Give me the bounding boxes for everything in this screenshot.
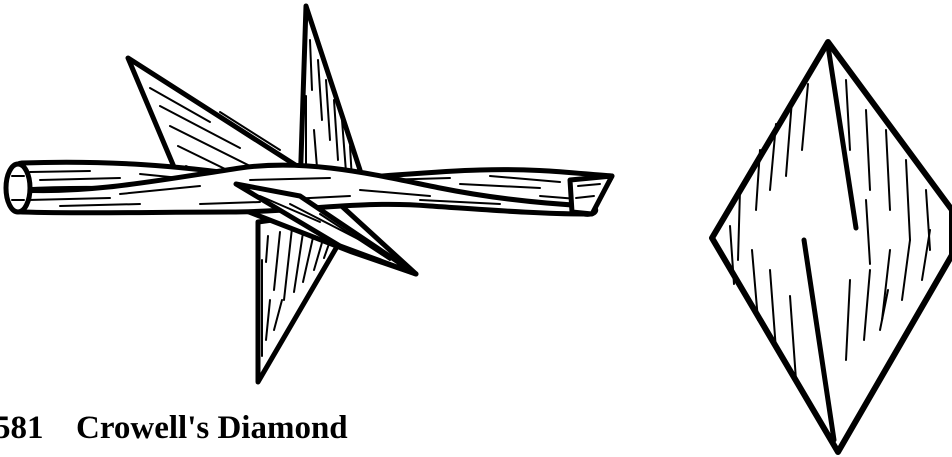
wire-end-left (6, 164, 30, 212)
diamond-barb-drawing (712, 42, 952, 452)
barbed-wire-drawing (6, 6, 612, 382)
figure-name: Crowell's Diamond (76, 410, 348, 446)
wire-end-cut (570, 176, 612, 214)
figure-number: 581 (0, 408, 76, 448)
